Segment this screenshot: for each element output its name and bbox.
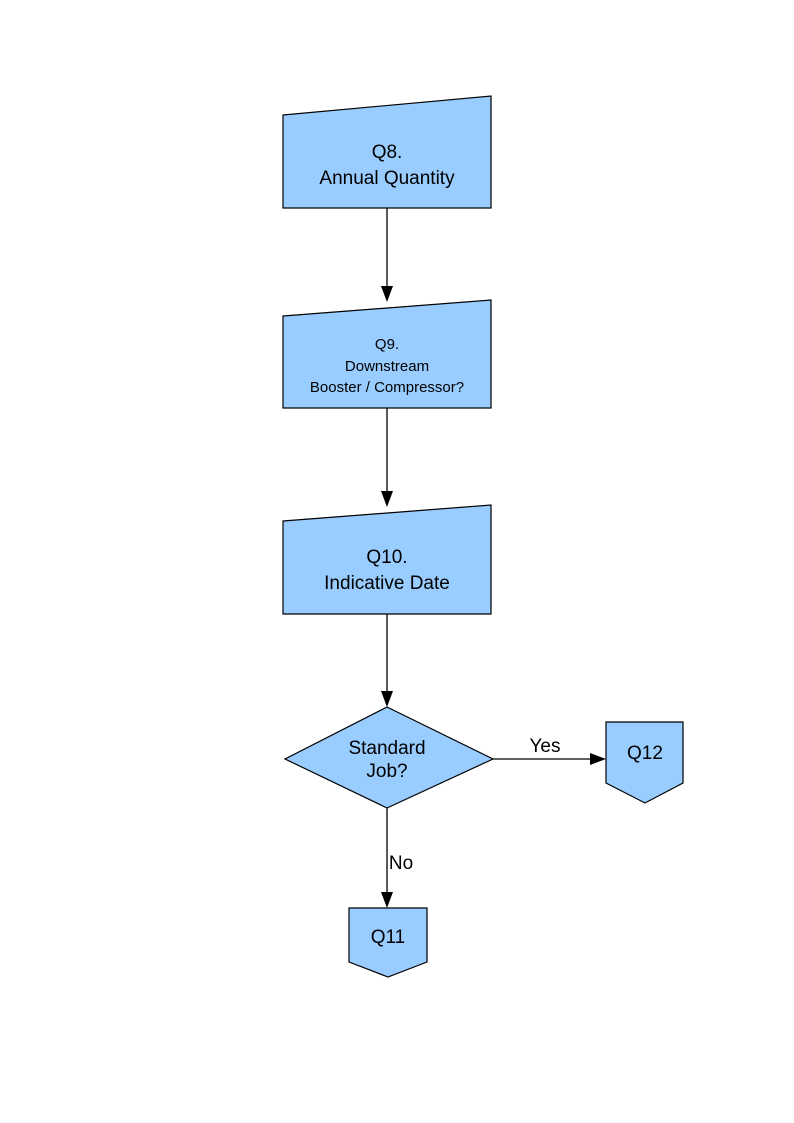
edge-label-no: No — [389, 853, 413, 874]
edge-q9-to-q10 — [381, 408, 393, 507]
node-q9-label-line1: Q9. — [375, 336, 399, 353]
node-decision-shape[interactable] — [283, 706, 495, 809]
node-decision-standard-job[interactable]: Standard Job? — [283, 706, 495, 809]
edge-decision-to-q12 — [493, 753, 606, 765]
node-q12-shape[interactable] — [605, 721, 684, 804]
node-q9-label-line2: Downstream — [345, 358, 429, 375]
edge-decision-to-q12-arrowhead — [590, 753, 606, 765]
edge-decision-to-q11 — [381, 808, 393, 908]
node-q12[interactable]: Q12 — [605, 721, 684, 804]
node-q12-label: Q12 — [627, 743, 663, 764]
node-q11-shape[interactable] — [348, 907, 428, 978]
node-q10-shape[interactable] — [282, 504, 492, 615]
edge-q10-to-decision-arrowhead — [381, 691, 393, 707]
node-q8-label-line1: Q8. — [372, 142, 403, 163]
node-decision-label-line2: Job? — [366, 761, 407, 782]
node-q11-label: Q11 — [371, 927, 406, 948]
node-q10[interactable]: Q10. Indicative Date — [282, 504, 492, 615]
edge-q10-to-decision — [381, 614, 393, 707]
node-q10-label-line2: Indicative Date — [324, 573, 450, 594]
node-q9-label-line3: Booster / Compressor? — [310, 379, 464, 396]
edge-label-yes: Yes — [530, 736, 561, 757]
node-q9-shape[interactable] — [282, 299, 492, 409]
node-q9[interactable]: Q9. Downstream Booster / Compressor? — [282, 299, 492, 409]
node-q11[interactable]: Q11 — [348, 907, 428, 978]
node-q8[interactable]: Q8. Annual Quantity — [282, 95, 492, 209]
edge-q8-to-q9-arrowhead — [381, 286, 393, 302]
edge-q8-to-q9 — [381, 208, 393, 302]
node-q8-label-line2: Annual Quantity — [319, 168, 455, 189]
node-q10-label-line1: Q10. — [366, 547, 407, 568]
edge-decision-to-q11-arrowhead — [381, 892, 393, 908]
node-q8-shape[interactable] — [282, 95, 492, 209]
node-decision-label-line1: Standard — [348, 738, 425, 759]
edge-q9-to-q10-arrowhead — [381, 491, 393, 507]
